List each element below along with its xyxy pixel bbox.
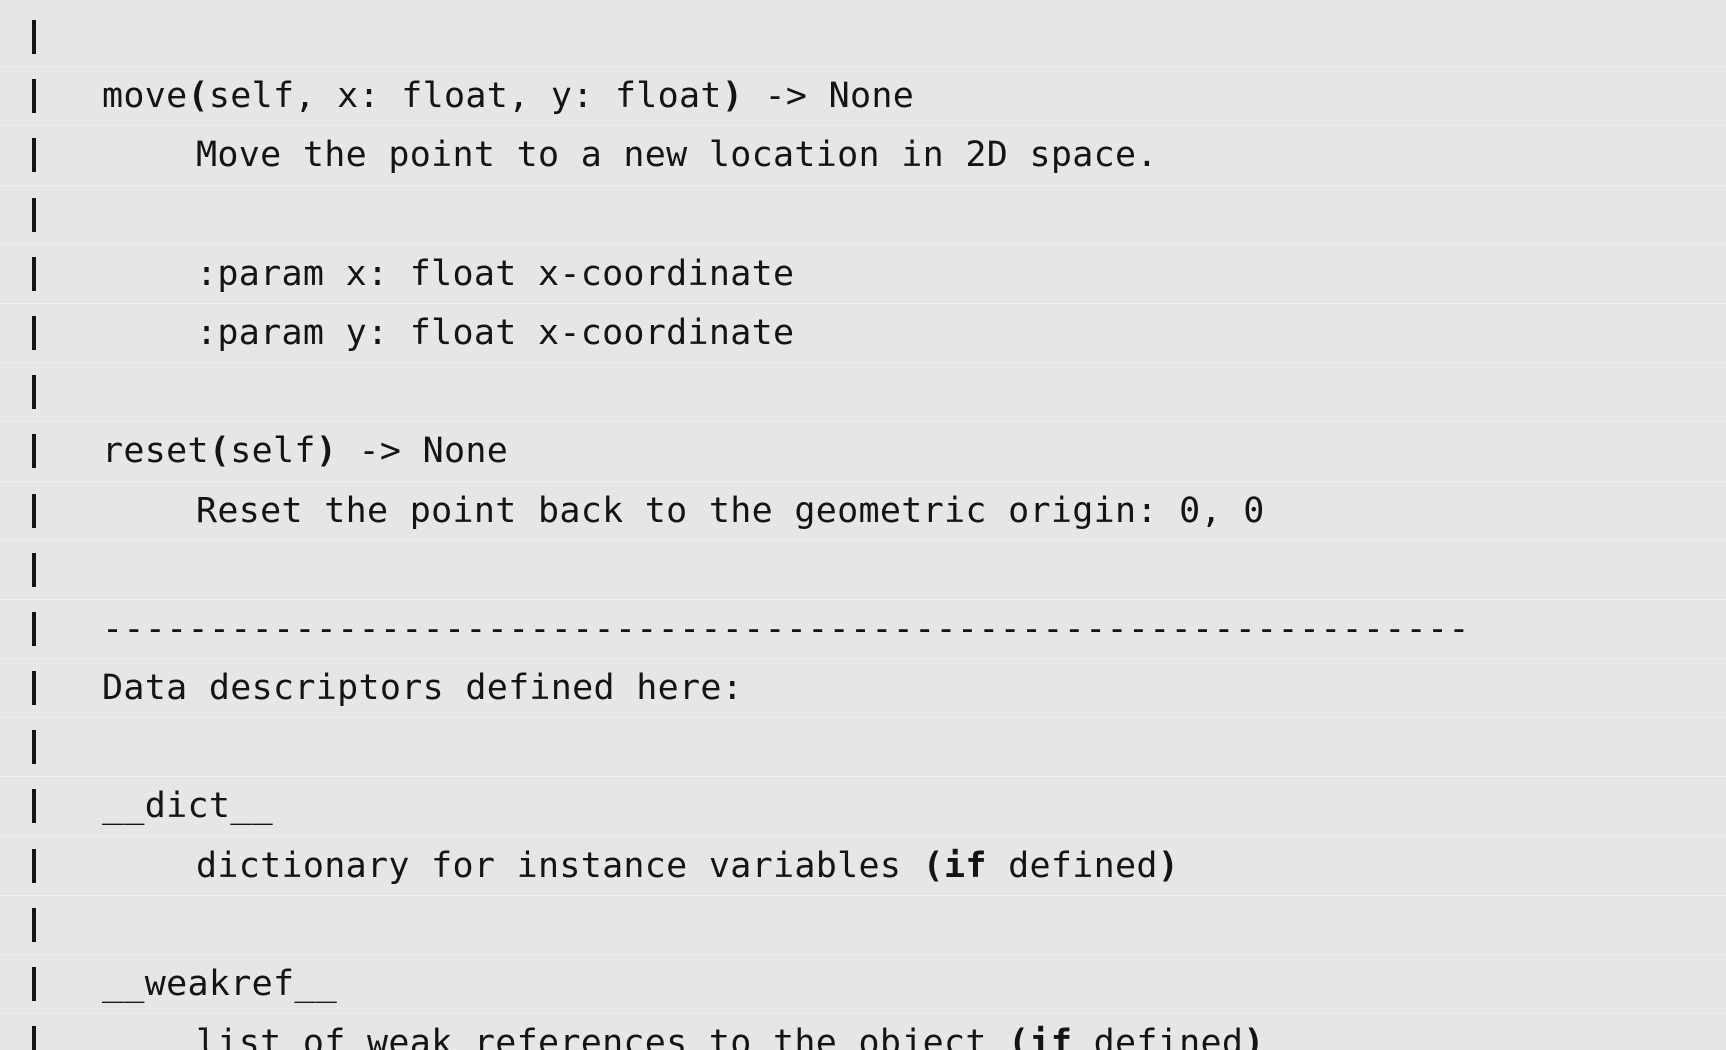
pipe-gutter (29, 304, 41, 362)
docstring-text: Move the point to a new location in 2D s… (196, 135, 1158, 176)
pipe-gutter (29, 67, 41, 125)
doc-prefix: dictionary for instance variables (196, 845, 923, 886)
descriptor-dict-line: __dict__ (0, 777, 1726, 837)
param-x-text: :param x: float x-coordinate (196, 253, 795, 294)
method-params: self (230, 431, 316, 472)
descriptor-doc: list of weak references to the object (i… (196, 1014, 1265, 1050)
method-signature-move: move(self, x: float, y: float) -> None (0, 67, 1726, 127)
docstring-text: Reset the point back to the geometric or… (196, 490, 1265, 531)
separator-line: ----------------------------------------… (0, 600, 1726, 660)
pipe-gutter (29, 482, 41, 540)
descriptor-dict-doc-line: dictionary for instance variables (if de… (0, 837, 1726, 896)
separator-text: ----------------------------------------… (102, 608, 1470, 649)
param-y-line: :param y: float x-coordinate (0, 304, 1726, 364)
signature-text: move(self, x: float, y: float) -> None (102, 67, 914, 125)
pipe-gutter (29, 896, 41, 954)
pipe-gutter (29, 777, 41, 835)
doc-keyword: if (1029, 1023, 1073, 1050)
pipe-gutter (29, 541, 41, 599)
blank-line (0, 541, 1726, 600)
pipe-gutter (29, 659, 41, 717)
doc-prefix: list of weak references to the object (196, 1023, 1009, 1050)
pipe-gutter (29, 186, 41, 244)
descriptor-name: __weakref__ (102, 964, 338, 1004)
method-name: move (102, 76, 188, 117)
descriptor-name: __dict__ (102, 786, 273, 827)
method-doc-reset: Reset the point back to the geometric or… (0, 482, 1726, 541)
pipe-gutter (29, 1014, 41, 1050)
doc-keyword: if (944, 845, 987, 886)
pipe-gutter (29, 363, 41, 421)
section-heading-line: Data descriptors defined here: (0, 659, 1726, 719)
pipe-gutter (29, 245, 41, 303)
pipe-gutter (29, 422, 41, 480)
pipe-gutter (29, 600, 41, 658)
section-heading: Data descriptors defined here: (102, 668, 744, 709)
pipe-gutter (29, 718, 41, 776)
method-doc-move: Move the point to a new location in 2D s… (0, 126, 1726, 186)
method-signature-reset: reset(self) -> None (0, 422, 1726, 482)
pipe-gutter (29, 837, 41, 895)
doc-rest: defined (986, 845, 1158, 886)
return-annotation: -> None (337, 431, 509, 472)
method-params: self, x: float, y: float (208, 76, 722, 117)
blank-line (0, 896, 1726, 955)
doc-paren-open: ( (1008, 1023, 1030, 1050)
pipe-gutter (29, 8, 41, 66)
doc-paren-open: ( (922, 845, 945, 886)
open-paren: ( (187, 76, 209, 117)
blank-line (0, 363, 1726, 423)
pipe-gutter (29, 955, 41, 1013)
doc-paren-close: ) (1157, 845, 1180, 886)
descriptor-weakref-line: __weakref__ (0, 955, 1726, 1015)
return-annotation: -> None (743, 76, 915, 117)
close-paren: ) (721, 76, 744, 117)
signature-text: reset(self) -> None (102, 422, 508, 480)
doc-paren-close: ) (1243, 1023, 1265, 1050)
doc-rest: defined (1072, 1023, 1244, 1050)
pipe-gutter (29, 126, 41, 184)
descriptor-doc: dictionary for instance variables (if de… (196, 837, 1179, 895)
method-name: reset (102, 431, 209, 472)
param-y-text: :param y: float x-coordinate (196, 312, 795, 353)
blank-line (0, 8, 1726, 68)
descriptor-weakref-doc-line: list of weak references to the object (i… (0, 1014, 1726, 1050)
close-paren: ) (315, 431, 338, 472)
param-x-line: :param x: float x-coordinate (0, 245, 1726, 304)
open-paren: ( (208, 431, 231, 472)
blank-line (0, 186, 1726, 245)
blank-line (0, 718, 1726, 778)
